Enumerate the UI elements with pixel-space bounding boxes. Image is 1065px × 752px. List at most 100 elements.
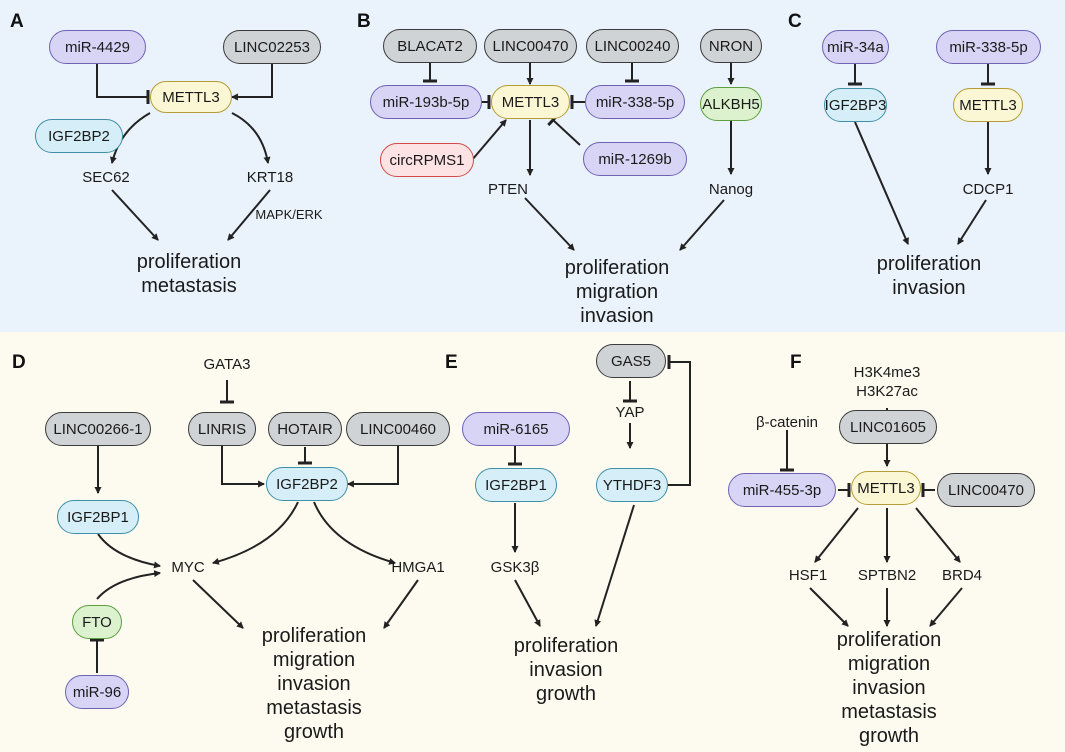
panel-label-c: C: [788, 11, 802, 32]
node-linc00470-f: LINC00470: [937, 473, 1035, 507]
panel-label-f: F: [790, 352, 802, 373]
node-linc01605: LINC01605: [839, 410, 937, 444]
node-mettl3-c: METTL3: [953, 88, 1023, 122]
arrow-mettl3-krt18: [231, 112, 271, 165]
arrow-mettl3-sec62: [110, 112, 151, 165]
node-blacat2: BLACAT2: [383, 29, 477, 63]
arrow-igf2bp2-myc: [211, 501, 299, 565]
arrow-sec62-outcome: [111, 189, 159, 241]
node-mir-455-3p: miR-455-3p: [728, 473, 836, 507]
label-h3k27ac: H3K27ac: [856, 383, 918, 400]
panel-label-a: A: [10, 11, 24, 32]
outcome-f-line-4: metastasis: [841, 701, 937, 723]
label-cdcp1: CDCP1: [962, 181, 1014, 198]
outcome-d-line-2: migration: [272, 649, 356, 671]
label-h3k4me3: H3K4me3: [853, 364, 921, 381]
arrow-fto-myc: [96, 570, 162, 600]
outcome-c: proliferation invasion: [877, 252, 982, 300]
label-mapk-erk: MAPK/ERK: [255, 207, 323, 222]
node-igf2bp2-d: IGF2BP2: [266, 467, 348, 501]
arrow-cdcp1-outcome: [957, 199, 987, 245]
outcome-b-line-2: migration: [575, 281, 659, 303]
outcome-f-line-5: growth: [858, 725, 920, 747]
outcome-f-line-2: migration: [847, 653, 931, 675]
node-mettl3-b: METTL3: [491, 85, 570, 119]
node-nron: NRON: [700, 29, 762, 63]
node-circrpms1: circRPMS1: [380, 143, 474, 177]
node-mir-338-5p-c: miR-338-5p: [936, 30, 1041, 64]
node-gas5: GAS5: [596, 344, 666, 378]
node-igf2bp2: IGF2BP2: [35, 119, 123, 153]
node-mir-6165: miR-6165: [462, 412, 570, 446]
arrow-hmga1-outcome: [383, 579, 419, 629]
arrow-myc-outcome: [192, 579, 244, 629]
inhibit-mir4429-mettl3: [96, 64, 150, 104]
arrow-igf2bp1-myc: [97, 533, 162, 569]
outcome-f-line-1: proliferation: [836, 629, 942, 651]
arrow-igf2bp2-hmga1: [313, 501, 397, 565]
arrow-linc00460-igf2bp2: [346, 446, 399, 488]
label-sec62: SEC62: [82, 169, 130, 186]
node-mir-1269b: miR-1269b: [583, 142, 687, 176]
outcome-e-line-1: proliferation: [513, 635, 619, 657]
arrow-hsf1-outcome: [809, 587, 849, 627]
arrow-ythdf3-outcome: [594, 504, 635, 628]
label-hsf1: HSF1: [788, 567, 828, 584]
outcome-e: proliferation invasion growth: [514, 634, 619, 706]
arrow-igf2bp3-outcome: [854, 121, 909, 245]
node-mir-193b-5p: miR-193b-5p: [370, 85, 482, 119]
arrow-linris-igf2bp2: [221, 446, 266, 488]
node-igf2bp1-d: IGF2BP1: [57, 500, 139, 534]
node-mettl3-f: METTL3: [851, 471, 921, 505]
label-pten: PTEN: [487, 181, 529, 198]
label-gsk3b: GSK3β: [490, 559, 540, 576]
outcome-e-line-3: growth: [535, 683, 597, 705]
node-igf2bp3: IGF2BP3: [824, 88, 887, 122]
arrow-mettl3-brd4: [915, 507, 961, 563]
node-hotair: HOTAIR: [268, 412, 342, 446]
node-igf2bp1-e: IGF2BP1: [475, 468, 557, 502]
outcome-f-line-3: invasion: [852, 677, 926, 699]
label-nanog: Nanog: [708, 181, 754, 198]
outcome-d-line-3: invasion: [277, 673, 351, 695]
outcome-f: proliferation migration invasion metasta…: [837, 628, 942, 748]
outcome-d: proliferation migration invasion metasta…: [262, 624, 367, 744]
label-myc: MYC: [171, 559, 205, 576]
outcome-b: proliferation migration invasion: [565, 256, 670, 328]
outcome-d-line-1: proliferation: [261, 625, 367, 647]
label-yap: YAP: [615, 404, 645, 421]
node-linc00266-1: LINC00266-1: [45, 412, 151, 446]
arrow-pten-outcome: [524, 197, 575, 251]
inhibit-mir1269b-mettl3: [547, 113, 581, 146]
node-mir-34a: miR-34a: [822, 30, 889, 64]
node-alkbh5: ALKBH5: [700, 87, 762, 121]
node-linc00470: LINC00470: [484, 29, 577, 63]
node-mir-4429: miR-4429: [49, 30, 146, 64]
arrow-krt18-outcome: [227, 189, 271, 241]
label-krt18: KRT18: [246, 169, 294, 186]
arrow-linc02253-mettl3: [230, 64, 273, 101]
node-mir-96: miR-96: [65, 675, 129, 709]
outcome-d-line-4: metastasis: [266, 697, 362, 719]
arrow-gsk3b-outcome: [514, 579, 541, 627]
outcome-e-line-2: invasion: [529, 659, 603, 681]
inhibit-ythdf3-gas5: [667, 355, 691, 486]
label-brd4: BRD4: [941, 567, 983, 584]
label-gata3: GATA3: [203, 356, 251, 373]
node-linc02253: LINC02253: [223, 30, 321, 64]
outcome-b-line-3: invasion: [580, 305, 654, 327]
node-mettl3: METTL3: [150, 81, 232, 113]
arrow-mettl3-hsf1: [814, 507, 859, 563]
panel-label-d: D: [12, 352, 26, 373]
panel-label-e: E: [445, 352, 458, 373]
arrow-circrpms1-mettl3: [471, 119, 507, 161]
node-fto: FTO: [72, 605, 122, 639]
label-hmga1: HMGA1: [391, 559, 445, 576]
label-sptbn2: SPTBN2: [857, 567, 917, 584]
outcome-a-line-2: metastasis: [141, 275, 237, 297]
arrow-nanog-outcome: [679, 199, 725, 251]
panel-label-b: B: [357, 11, 371, 32]
label-beta-catenin: β-catenin: [756, 414, 818, 431]
